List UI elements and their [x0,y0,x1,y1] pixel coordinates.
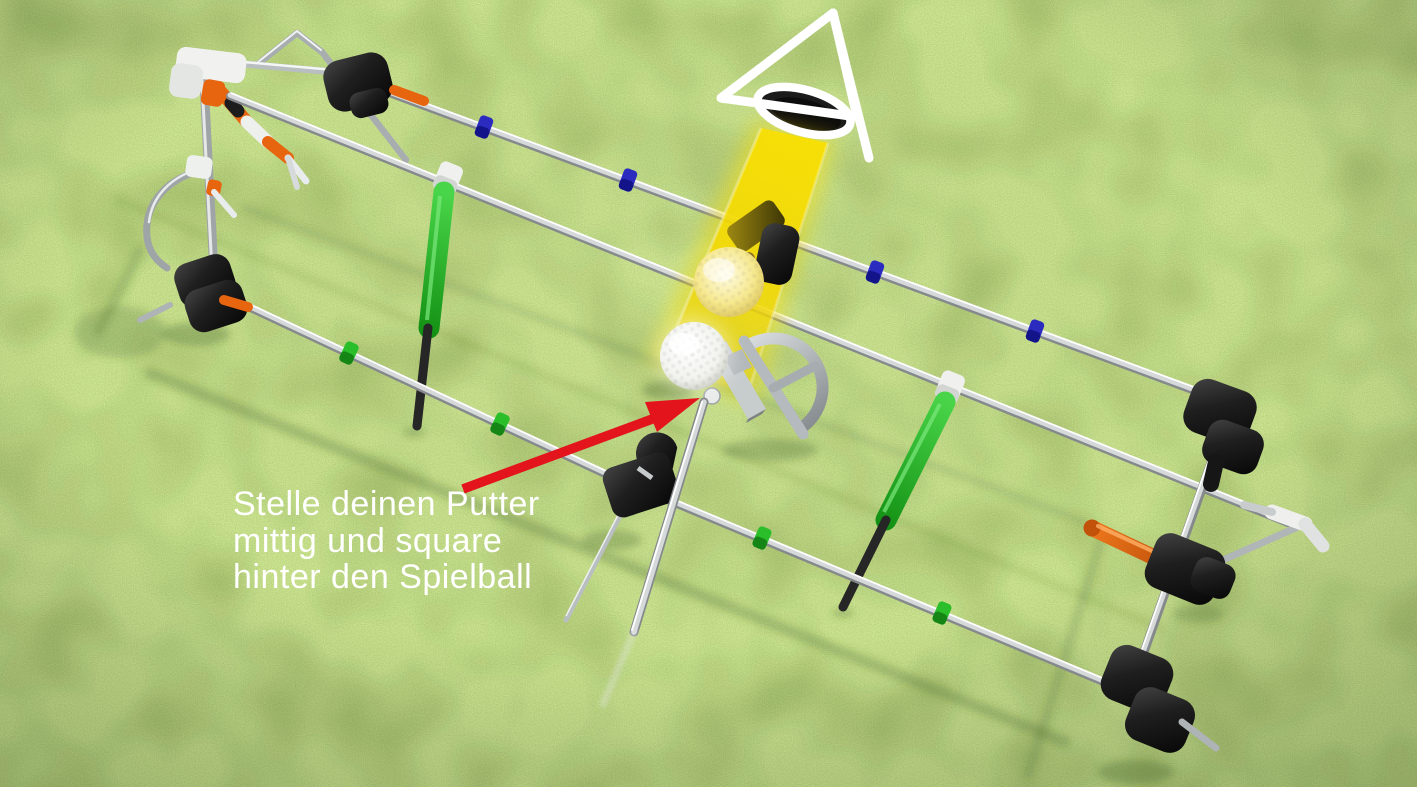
rail-end-foam-clamp-right [1183,378,1264,492]
rear-ground-rail [661,495,1129,695]
right-foot-clamp [1100,644,1220,753]
annotation-arrow [461,398,700,494]
right-corner-assembly [1083,378,1330,753]
caption-line-1: Stelle deinen Putter [233,485,540,523]
clamp-on-upper-rail [754,223,800,285]
play-ball [658,320,730,392]
center-foam-clamp [602,432,680,518]
caption-text: Stelle deinen Putter mittig und square h… [233,486,540,596]
golf-ball-in-tube [694,247,764,317]
left-foot-clamp [137,254,253,333]
gate-grip-right [838,370,965,612]
gate-grip-left [412,161,463,431]
green-marker-clips [339,341,952,625]
rail-end-foam-clamp-left [323,52,429,119]
hole-flag [716,8,874,163]
caption-line-2: mittig und square [233,521,503,560]
cup-rim [753,82,855,140]
blue-marker-clips [474,115,1045,343]
white-elbow-connector [1240,501,1330,553]
caption-line-3: hinter den Spielball [233,558,533,596]
putter-shaft [599,397,709,708]
